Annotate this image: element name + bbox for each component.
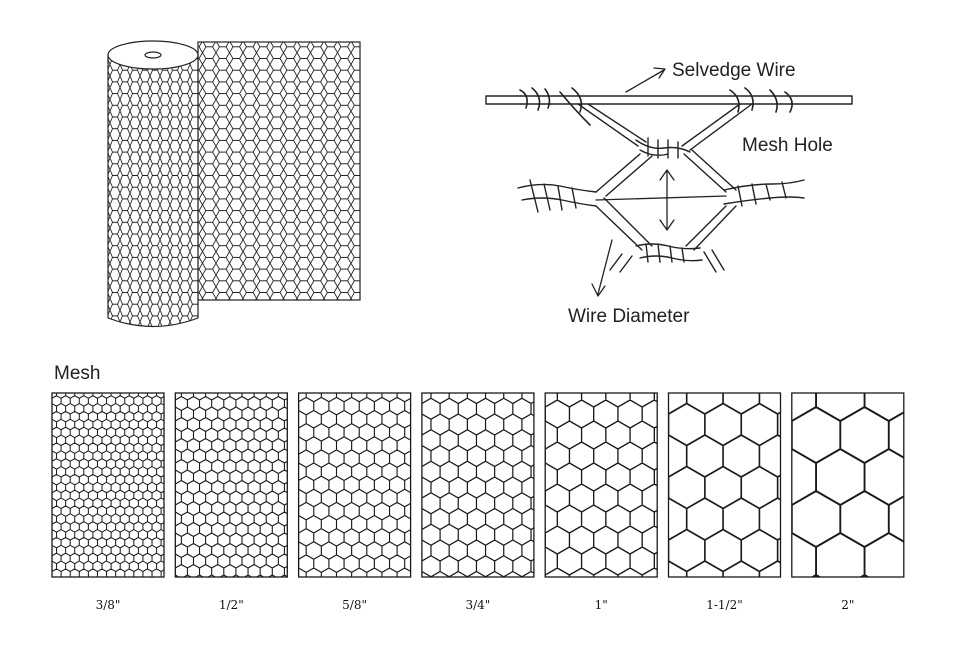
selvedge-wire-label: Selvedge Wire — [672, 60, 796, 81]
mesh-panel-2: 1/2" — [174, 392, 288, 612]
hex-wire-right-upper — [683, 149, 737, 193]
mesh-panel-border — [421, 392, 535, 578]
hex-wire-upper-right — [681, 103, 753, 151]
mesh-panel-hexagons — [175, 393, 288, 577]
selvedge-twist-right — [729, 87, 793, 113]
mesh-panel-hex-grid — [545, 393, 658, 577]
hex-wire-left-lower — [595, 197, 653, 251]
mesh-panel-border — [51, 392, 165, 578]
mesh-panel-hexagons — [298, 393, 411, 577]
mesh-panel-border — [667, 392, 782, 578]
mesh-size-label: 1" — [595, 598, 608, 612]
wire-diameter-pointer-arrow — [591, 239, 613, 297]
mesh-panel-4: 3/4" — [421, 392, 535, 612]
mesh-size-label: 3/4" — [465, 598, 490, 612]
mesh-panel-3: 5/8" — [297, 392, 412, 612]
mesh-size-label: 1/2" — [219, 598, 244, 612]
wire-diameter-label: Wire Diameter — [568, 306, 690, 327]
selvedge-pointer-arrow — [625, 67, 666, 93]
hex-bottom-twist — [635, 243, 703, 263]
mesh-hole-label: Mesh Hole — [742, 135, 833, 156]
roll-cylinder — [107, 54, 199, 328]
mesh-panel-hexagons — [421, 393, 534, 577]
mesh-panel-hex-grid — [421, 393, 534, 577]
mesh-panel-hexagons — [545, 393, 658, 577]
hex-wire-left-upper — [595, 153, 653, 197]
selvedge-wire — [485, 95, 853, 105]
mesh-size-label: 3/8" — [96, 598, 121, 612]
mesh-hole-arrow — [659, 169, 675, 231]
mesh-panel-hex-grid — [175, 393, 288, 577]
mesh-panel-1: 3/8" — [51, 392, 165, 612]
mesh-hole-width-line — [595, 195, 727, 201]
mesh-panel-border — [544, 392, 658, 578]
hex-top-twist — [635, 137, 691, 159]
hex-left-twist — [517, 179, 597, 213]
unrolled-mesh-sheet — [197, 41, 361, 301]
mesh-panel-border — [791, 392, 905, 578]
selvedge-twist-mid — [559, 87, 591, 126]
mesh-size-label: 1-1/2" — [706, 598, 743, 612]
mesh-panel-hex-grid — [52, 393, 164, 577]
mesh-section-title: Mesh — [54, 363, 100, 384]
mesh-size-label: 2" — [841, 598, 854, 612]
mesh-panel-border — [297, 392, 412, 578]
hex-right-twist — [723, 179, 805, 207]
mesh-size-panels: 3/8" 1/2" 5/8" 3/4" 1" 1-1/2" 2" — [51, 392, 905, 612]
mesh-roll-illustration — [107, 40, 361, 328]
mesh-size-label: 5/8" — [342, 598, 367, 612]
hex-lower-wire-ends — [609, 249, 725, 273]
mesh-panel-border — [174, 392, 288, 578]
mesh-panel-hexagons — [52, 393, 164, 577]
mesh-panel-hexagons — [791, 393, 904, 577]
hex-wire-upper-left — [577, 103, 647, 147]
mesh-panel-hex-grid — [298, 393, 411, 577]
roll-core-hole — [144, 51, 162, 59]
hex-wire-right-lower — [685, 205, 737, 251]
roll-top-ellipse — [107, 40, 199, 70]
mesh-panel-7: 2" — [791, 392, 905, 612]
selvedge-twist-left — [519, 87, 551, 111]
mesh-panel-5: 1" — [544, 392, 658, 612]
mesh-panel-hex-grid — [791, 393, 904, 577]
mesh-panel-6: 1-1/2" — [667, 392, 782, 612]
mesh-detail-illustration — [485, 67, 853, 297]
